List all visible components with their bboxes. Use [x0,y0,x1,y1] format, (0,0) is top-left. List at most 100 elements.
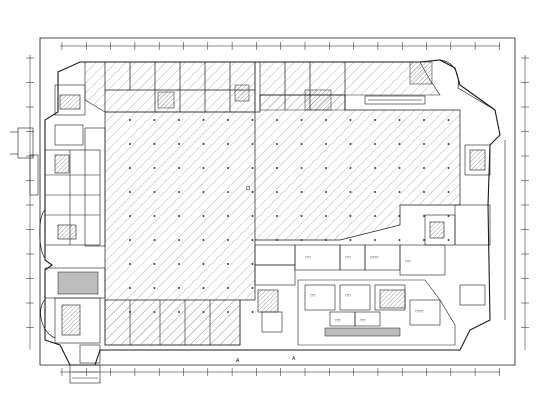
west-lower-rooms [54,297,101,364]
structural-column [129,167,131,169]
stair-top-2 [234,84,250,102]
dimension-ticks-bottom [61,368,500,376]
structural-column [178,239,180,241]
room-label-3: ○○○ [370,255,379,259]
structural-column [251,191,254,193]
structural-column [374,167,376,169]
structural-column [276,143,278,145]
axis-marker-left: A [236,358,240,364]
structural-column [202,119,205,121]
structural-column [349,239,352,241]
structural-column [129,263,131,265]
structural-column [374,215,376,217]
structural-column [227,239,229,241]
structural-column [129,215,131,217]
structural-column [349,143,352,145]
stair-ne [409,61,433,85]
structural-column [325,215,327,217]
structural-column [227,119,229,121]
structural-column [227,143,229,145]
structural-column [202,311,205,313]
escalator-top [364,95,426,105]
structural-column [178,191,180,193]
structural-column [349,119,352,121]
structural-column [202,167,205,169]
structural-column [202,287,205,289]
structural-column [251,143,254,145]
bottom-shops-hatch [104,299,241,346]
structural-column [251,119,254,121]
structural-column [178,215,180,217]
structural-column [129,119,131,121]
west-entrance [10,127,39,196]
structural-column [398,239,401,241]
structural-column [447,167,450,169]
axis-marker-right: A [292,356,296,362]
structural-column [423,215,425,217]
structural-column [276,215,278,217]
structural-column [349,191,352,193]
room-label-1: ○○ [305,255,311,259]
structural-column [300,167,303,169]
structural-column [227,287,229,289]
structural-column [325,239,327,241]
room-label-8: ○○ [360,318,366,322]
structural-column [447,191,450,193]
structural-column [423,239,425,241]
south-rooms [254,244,456,346]
structural-column [276,191,278,193]
stair-top-3 [304,89,332,111]
dimension-ticks-top [61,42,500,50]
east-core [424,140,506,320]
structural-column [227,311,229,313]
stair-top-1 [157,91,175,109]
room-label-6: ○○○ [415,309,424,313]
room-label-4: ○○ [310,293,316,297]
structural-column [153,215,156,217]
south-entrance [69,364,101,384]
structural-column [398,191,401,193]
structural-column [349,215,352,217]
structural-column [447,215,450,217]
structural-column [251,167,254,169]
corner-curve-w [39,209,46,259]
structural-column [153,167,156,169]
structural-column [300,215,303,217]
structural-column [129,239,131,241]
structural-column [276,239,278,241]
structural-column [447,119,450,121]
structural-column [129,143,131,145]
structural-column [202,191,205,193]
structural-column [227,263,229,265]
structural-column [374,239,376,241]
building-outline [44,59,501,366]
structural-column [178,143,180,145]
bottom-shop-partitions [105,299,240,345]
structural-column [374,191,376,193]
structural-column [276,119,278,121]
structural-column [202,143,205,145]
gray-zone-south [324,327,401,337]
structural-column [227,215,229,217]
room-label-9: ○○ [405,259,411,263]
structural-column [178,287,180,289]
structural-column [153,191,156,193]
gray-zone-west [57,271,99,295]
structural-column [251,215,254,217]
corner-curve-ne [439,59,496,111]
structural-columns [129,119,450,313]
structural-column [178,119,180,121]
structural-column [251,311,254,313]
structural-column [325,143,327,145]
structural-column [153,263,156,265]
structural-column [300,191,303,193]
structural-column [129,191,131,193]
structural-column [447,239,450,241]
structural-column [398,119,401,121]
structural-column [202,215,205,217]
axis-marker-circle [245,185,251,191]
structural-column [178,263,180,265]
structural-column [227,191,229,193]
structural-column [423,167,425,169]
structural-column [398,215,401,217]
